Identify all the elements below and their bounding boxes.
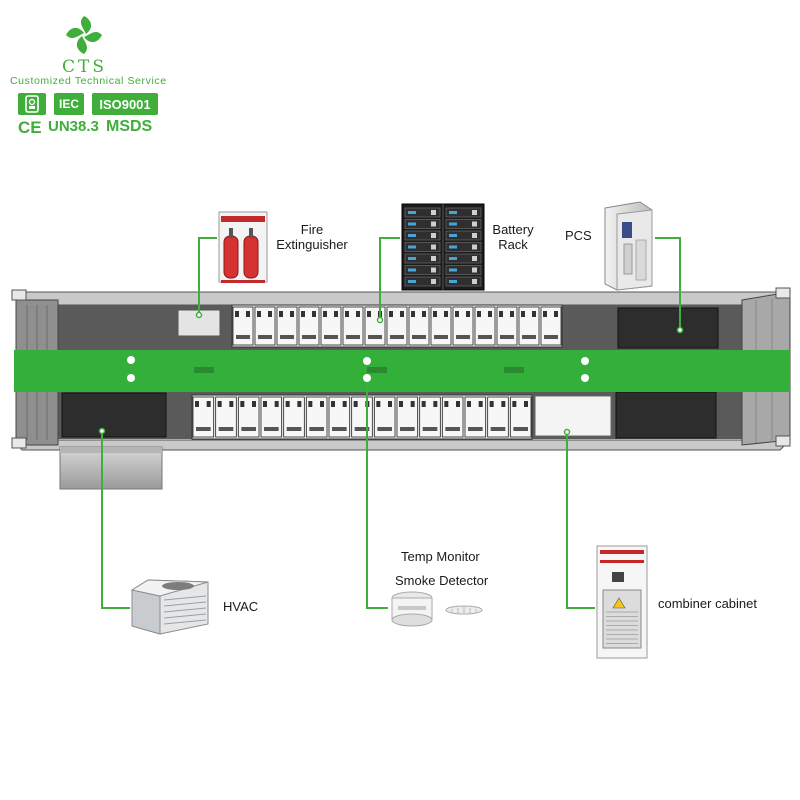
un383-mark: UN38.3 (48, 118, 99, 135)
rohs-icon (25, 95, 39, 113)
combiner-box (534, 395, 612, 437)
battery-module (452, 306, 474, 346)
battery-module (518, 306, 540, 346)
battery-modules-top (231, 304, 563, 348)
green-band (14, 350, 790, 392)
smoke-detector-icon (391, 591, 483, 627)
brand-name: CTS (62, 57, 107, 77)
combiner-cabinet-label: combiner cabinet (658, 596, 757, 611)
battery-module (351, 396, 373, 438)
cts-logo-icon (66, 16, 102, 54)
battery-module (396, 396, 419, 438)
battery-module (496, 306, 518, 346)
battery-module (386, 306, 408, 346)
battery-module (232, 306, 254, 346)
fire-extinguisher-label-line1: Fire (300, 222, 324, 237)
iec-badge: IEC (54, 93, 84, 115)
battery-module (237, 396, 260, 438)
battery-module (320, 306, 342, 346)
battery-module (408, 306, 430, 346)
hvac-label: HVAC (223, 599, 259, 614)
battery-rack-label-line2: Rack (498, 237, 528, 252)
battery-module (487, 396, 509, 438)
battery-module (276, 306, 298, 346)
battery-rack-label-line1: Battery (492, 222, 534, 237)
brand-tagline: Customized Technical Service (10, 75, 167, 87)
battery-module (373, 396, 396, 438)
battery-module (328, 396, 351, 438)
rohs-badge (18, 93, 46, 115)
temp-monitor-label: Temp Monitor (401, 549, 480, 564)
battery-module (509, 396, 532, 438)
iso9001-badge: ISO9001 (92, 93, 158, 115)
combiner-cabinet-icon (596, 545, 648, 659)
battery-module (192, 396, 215, 438)
aux-box (615, 391, 717, 439)
battery-module (540, 306, 562, 346)
battery-module (254, 306, 276, 346)
battery-rack-icon (401, 203, 485, 291)
msds-mark: MSDS (106, 118, 153, 135)
battery-module (364, 306, 386, 346)
hvac-box (61, 392, 167, 438)
ce-mark: CE (18, 118, 42, 137)
battery-module (474, 306, 496, 346)
battery-module (305, 396, 328, 438)
battery-module (464, 396, 487, 438)
battery-module (430, 306, 452, 346)
battery-module (298, 306, 320, 346)
hvac-unit-icon (130, 579, 209, 635)
smoke-detector-label: Smoke Detector (395, 573, 489, 588)
battery-module (419, 396, 441, 438)
battery-modules-bottom (191, 394, 533, 440)
battery-module (342, 306, 364, 346)
battery-rack-label: Battery Rack (486, 222, 540, 252)
fire-extinguisher-label: Fire Extinguisher (262, 222, 362, 252)
battery-module (215, 396, 237, 438)
fire-extinguisher-icon (218, 211, 268, 283)
external-hvac-housing (59, 446, 163, 490)
fire-extinguisher-label-line2: Extinguisher (276, 237, 348, 252)
battery-module (441, 396, 464, 438)
battery-module (260, 396, 283, 438)
pcs-cabinet-icon (604, 201, 653, 291)
pcs-label: PCS (565, 228, 592, 243)
leader-lines (101, 237, 681, 609)
battery-module (283, 396, 305, 438)
pcs-box (617, 307, 719, 349)
